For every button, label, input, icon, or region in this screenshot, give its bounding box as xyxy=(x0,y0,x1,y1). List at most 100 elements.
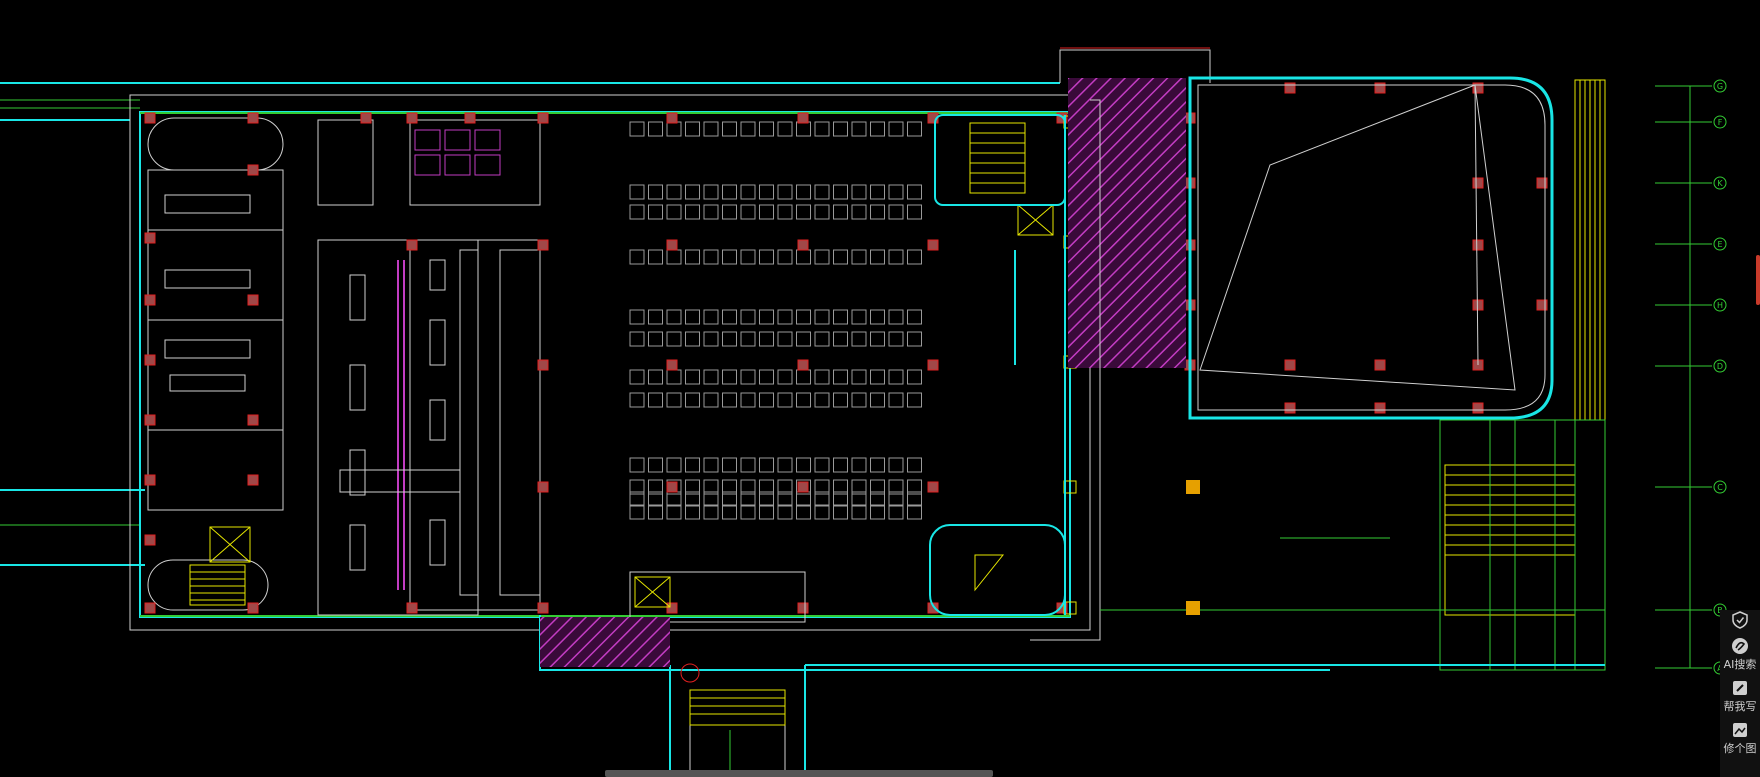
horizontal-scrollbar[interactable] xyxy=(605,770,993,777)
dining-table xyxy=(777,491,793,507)
shield-button[interactable] xyxy=(1730,610,1750,630)
dining-table xyxy=(648,121,663,137)
dining-table xyxy=(629,204,645,220)
dining-table xyxy=(814,457,830,473)
dining-table xyxy=(759,331,774,347)
dining-table xyxy=(907,309,922,325)
dining-table xyxy=(666,504,682,520)
dining-table xyxy=(703,184,719,200)
dining-table xyxy=(888,369,904,385)
dining-table xyxy=(870,369,885,385)
outer-right-lines xyxy=(805,480,1605,666)
column-marker xyxy=(927,481,939,493)
dining-table xyxy=(629,457,645,473)
ai-search-button[interactable]: AI搜索 xyxy=(1724,636,1756,672)
left-rooms xyxy=(147,117,541,616)
scroll-marker xyxy=(1756,255,1760,305)
dining-table xyxy=(777,479,793,495)
dining-table xyxy=(685,457,700,473)
dining-table xyxy=(777,504,793,520)
dining-table xyxy=(851,184,867,200)
column-marker xyxy=(666,112,678,124)
dining-table xyxy=(833,504,848,520)
ai-swirl-icon xyxy=(1732,638,1748,654)
dining-table xyxy=(759,457,774,473)
dining-table xyxy=(648,479,663,495)
dining-table xyxy=(740,491,756,507)
dining-table xyxy=(888,331,904,347)
column-marker xyxy=(797,481,809,493)
dining-table xyxy=(814,249,830,265)
column-marker xyxy=(144,232,156,244)
image-edit-button[interactable]: 修个图 xyxy=(1724,720,1757,756)
dining-table xyxy=(629,249,645,265)
dining-table xyxy=(740,331,756,347)
axis-bubble xyxy=(1713,115,1727,129)
stair-upper-right xyxy=(969,122,1054,592)
dining-table xyxy=(814,204,830,220)
dining-table xyxy=(703,331,719,347)
dining-table xyxy=(833,204,848,220)
dining-table xyxy=(740,369,756,385)
hatch-edge xyxy=(1030,99,1101,641)
dining-table xyxy=(666,457,682,473)
dining-table xyxy=(703,204,719,220)
restroom-fixtures xyxy=(414,129,501,176)
dining-table xyxy=(703,457,719,473)
image-edit-label: 修个图 xyxy=(1723,742,1757,755)
dining-table xyxy=(629,479,645,495)
dining-table xyxy=(888,309,904,325)
dining-table xyxy=(722,309,737,325)
dining-table xyxy=(907,369,922,385)
dining-table xyxy=(777,331,793,347)
dining-table xyxy=(870,392,885,408)
column-marker xyxy=(927,359,939,371)
dining-table xyxy=(685,249,700,265)
dining-table xyxy=(814,331,830,347)
dining-table xyxy=(833,479,848,495)
dining-table xyxy=(888,392,904,408)
dining-table xyxy=(759,121,774,137)
dining-table xyxy=(722,392,737,408)
column-marker xyxy=(797,359,809,371)
dining-table xyxy=(814,121,830,137)
dining-table xyxy=(870,249,885,265)
axis-bubble xyxy=(1713,359,1727,373)
dining-table xyxy=(648,331,663,347)
image-edit-icon xyxy=(1733,723,1747,737)
dining-table xyxy=(870,504,885,520)
dining-table xyxy=(703,504,719,520)
dining-table xyxy=(833,457,848,473)
dining-table xyxy=(851,369,867,385)
dining-table xyxy=(722,249,737,265)
left-green-lines xyxy=(0,99,140,526)
dining-table xyxy=(759,504,774,520)
dining-table xyxy=(648,457,663,473)
column-marker xyxy=(1284,82,1296,94)
dining-table xyxy=(870,309,885,325)
column-marker xyxy=(1472,299,1484,311)
help-write-button[interactable]: 帮我写 xyxy=(1724,678,1757,714)
stair-lower-left xyxy=(189,526,251,606)
dining-table xyxy=(833,184,848,200)
side-toolbar: AI搜索 帮我写 修个图 xyxy=(1720,610,1760,777)
column-marker xyxy=(1056,602,1068,614)
column-marker xyxy=(666,359,678,371)
dining-table xyxy=(796,309,811,325)
column-marker xyxy=(537,239,549,251)
column-marker xyxy=(1472,239,1484,251)
dining-table xyxy=(907,249,922,265)
axis-label: C xyxy=(1717,483,1723,492)
column-marker xyxy=(1284,402,1296,414)
dining-table xyxy=(740,121,756,137)
dining-table xyxy=(629,392,645,408)
dining-table xyxy=(777,457,793,473)
dining-table xyxy=(722,121,737,137)
dining-table xyxy=(851,457,867,473)
dining-table xyxy=(759,184,774,200)
dining-table xyxy=(907,457,922,473)
help-write-label: 帮我写 xyxy=(1723,700,1757,713)
column-marker xyxy=(144,602,156,614)
dining-table xyxy=(814,392,830,408)
